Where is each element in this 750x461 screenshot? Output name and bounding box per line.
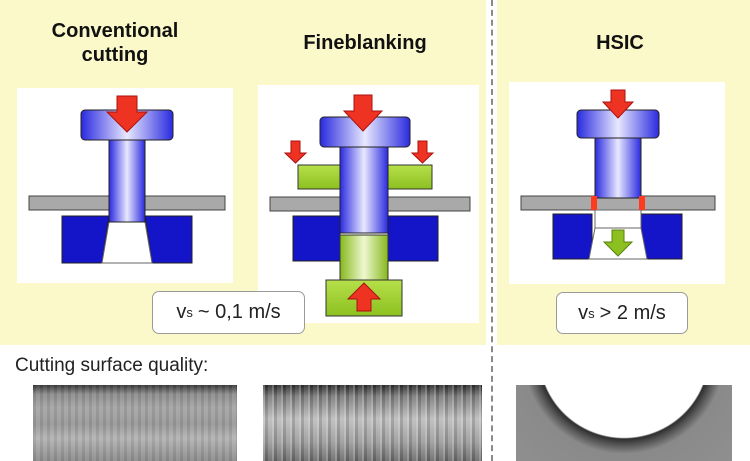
die-right: [144, 215, 193, 264]
die-right: [387, 215, 439, 262]
cutting-surface-quality-label: Cutting surface quality:: [15, 355, 209, 376]
counter-punch: [339, 234, 389, 288]
speed-subscript: s: [588, 305, 595, 321]
slug: [594, 209, 642, 229]
conventional-title-line2: cutting: [81, 44, 149, 66]
contact-zone-right: [639, 196, 645, 210]
punch-shaft: [339, 132, 389, 234]
die-left: [61, 215, 110, 264]
slug: [101, 221, 153, 264]
die-left: [292, 215, 341, 262]
force-arrow: [601, 89, 635, 119]
die-left: [552, 213, 593, 260]
fineblanking-surface-photo: [263, 385, 482, 461]
speed-symbol: v: [578, 301, 589, 324]
speed-value: > 2 m/s: [599, 301, 666, 324]
hsic-title: HSIC: [596, 32, 644, 54]
blank-holder-right: [383, 164, 433, 190]
conventional-surface-photo: [33, 385, 237, 461]
fineblanking-diagram: [258, 85, 479, 323]
holder-arrow-left: [283, 140, 308, 164]
speed-symbol: v: [176, 301, 187, 323]
speed-subscript: s: [186, 305, 193, 320]
force-arrow: [342, 94, 384, 132]
speed-value: ~ 0,1 m/s: [197, 301, 281, 323]
fineblanking-title: Fineblanking: [303, 32, 427, 54]
force-arrow: [105, 95, 149, 133]
slug-eject-arrow: [602, 229, 634, 257]
conventional-cutting-title: Conventional cutting: [20, 19, 210, 67]
contact-zone-left: [591, 196, 597, 210]
hsic-surface-photo: [516, 385, 732, 461]
counter-force-arrow: [346, 282, 382, 312]
dashed-divider: [491, 0, 493, 461]
hsic-diagram: [509, 82, 725, 284]
conventional-cutting-diagram: [17, 88, 233, 283]
blank-holder-left: [297, 164, 347, 190]
conventional-title-line1: Conventional: [51, 20, 179, 42]
holder-arrow-right: [410, 140, 435, 164]
punch-shaft: [108, 133, 146, 223]
